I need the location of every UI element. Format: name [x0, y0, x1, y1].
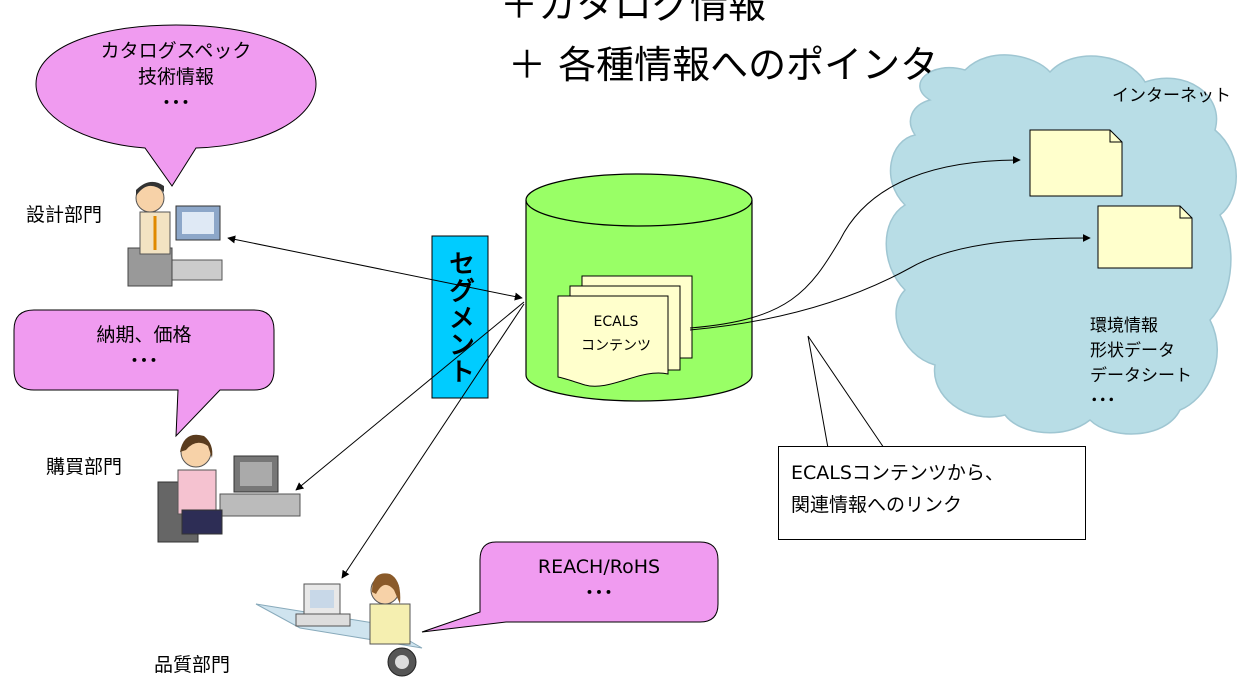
design-bubble-line: 技術情報 — [137, 66, 214, 88]
purchasing-department-label: 購買部門 — [46, 456, 123, 478]
link-callout: ECALSコンテンツから、 関連情報へのリンク — [778, 446, 1086, 540]
internet-cloud — [885, 54, 1237, 435]
internet-info-item: 形状データ — [1090, 341, 1175, 361]
internet-document-2 — [1097, 205, 1193, 269]
purchasing-staff-illustration — [157, 434, 301, 543]
title-line-2: ＋ 各種情報へのポインタ — [508, 43, 939, 87]
purchasing-bubble-line: 納期、価格 — [96, 324, 192, 346]
internet-document-1 — [1029, 129, 1123, 197]
design-speech-bubble — [35, 24, 317, 187]
quality-bubble-line: ･･･ — [584, 582, 614, 604]
purchasing-bubble-text: 納期、価格 ･･･ — [14, 322, 274, 374]
ecals-content-line: ECALS — [593, 314, 639, 330]
ecals-content-label: ECALS コンテンツ — [566, 310, 666, 358]
ecals-content-line: コンテンツ — [581, 338, 651, 354]
purchasing-speech-bubble — [13, 309, 275, 438]
internet-label: インターネット — [1112, 86, 1231, 106]
callout-line: 関連情報へのリンク — [791, 494, 963, 516]
design-bubble-text: カタログスペック 技術情報 ･･･ — [36, 38, 316, 116]
quality-department-label: 品質部門 — [154, 654, 231, 676]
design-bubble-line: ･･･ — [161, 92, 191, 114]
segment-label: セグメント — [444, 249, 475, 385]
connection-lines — [227, 156, 1091, 579]
internet-info-item: ･･･ — [1090, 391, 1116, 411]
purchasing-bubble-line: ･･･ — [129, 350, 159, 372]
design-department-label: 設計部門 — [26, 204, 103, 226]
callout-line: ECALSコンテンツから、 — [791, 462, 1004, 484]
ecals-content-stack — [557, 275, 693, 387]
quality-speech-bubble — [421, 541, 719, 633]
title-line-1: ＋カタログ情報 — [500, 0, 767, 27]
quality-bubble-line: REACH/RoHS — [537, 556, 661, 578]
design-staff-illustration — [127, 181, 223, 287]
internet-info-item: 環境情報 — [1090, 316, 1158, 336]
internet-info-list: 環境情報 形状データ データシート ･･･ — [1090, 314, 1192, 414]
design-bubble-line: カタログスペック — [100, 40, 252, 62]
quality-bubble-text: REACH/RoHS ･･･ — [480, 554, 718, 606]
quality-staff-illustration — [255, 573, 423, 677]
internet-info-item: データシート — [1090, 366, 1192, 386]
